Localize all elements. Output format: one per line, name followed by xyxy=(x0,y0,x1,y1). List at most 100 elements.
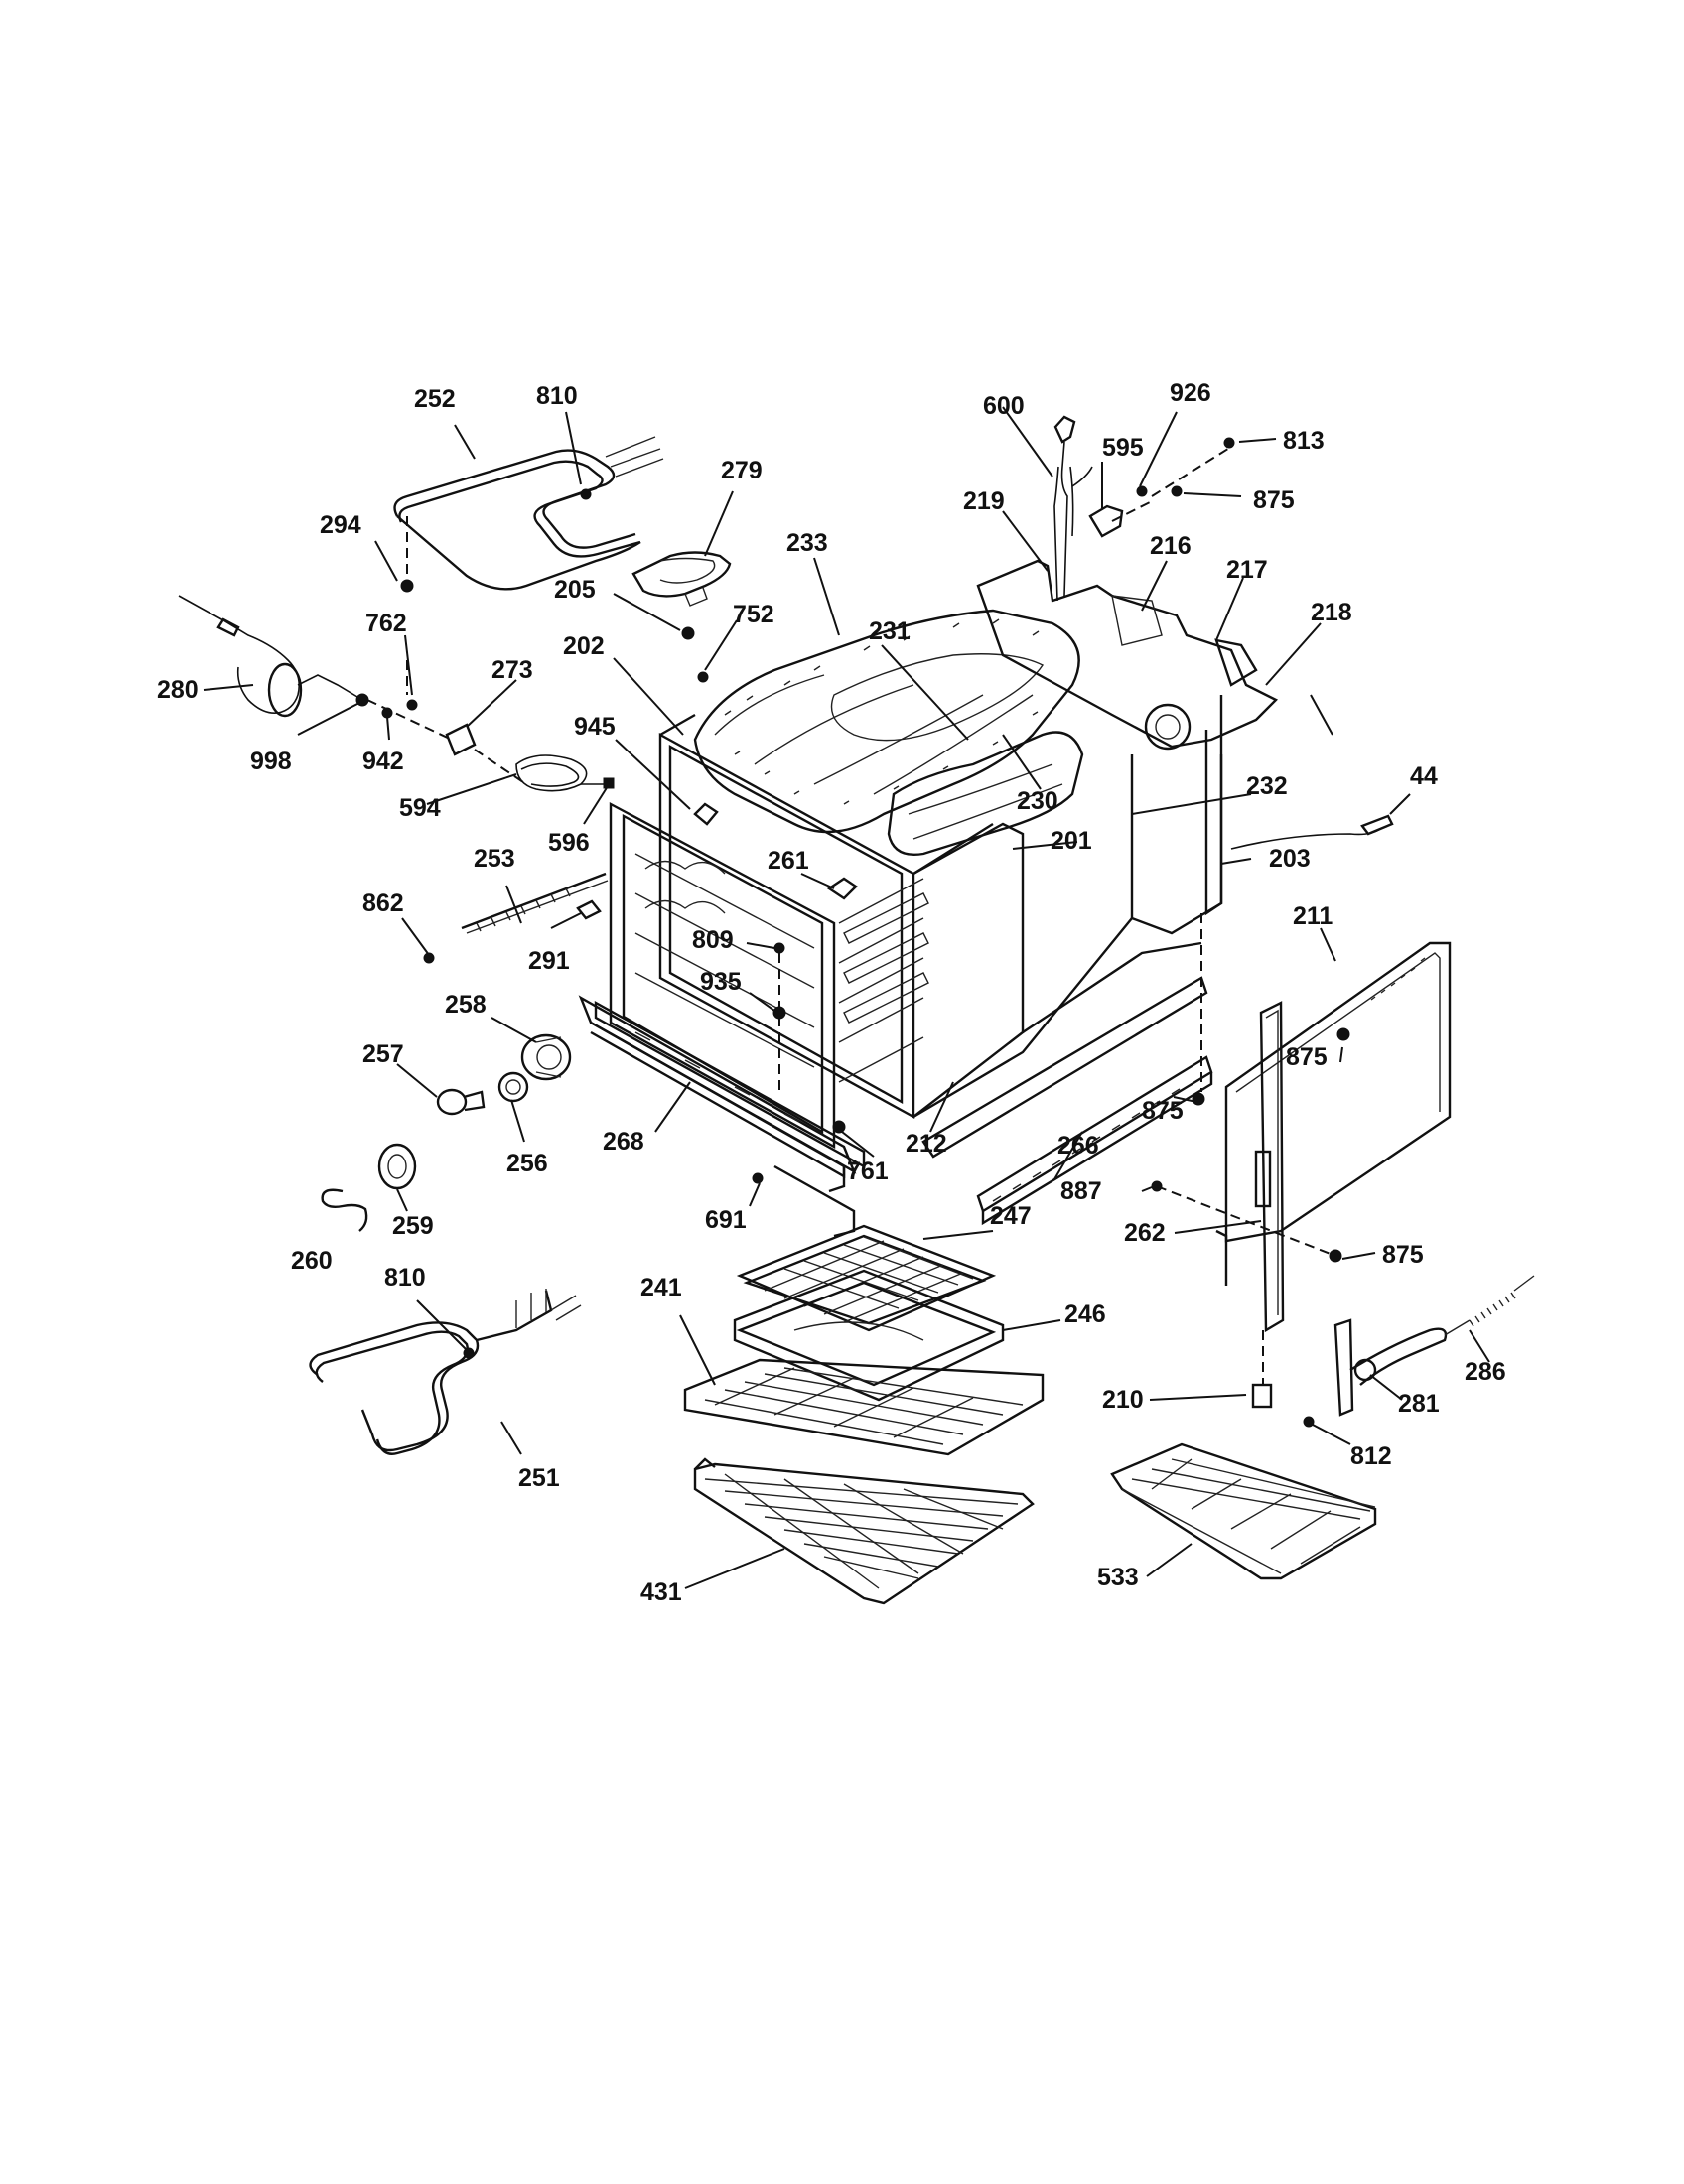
light-cover xyxy=(632,551,732,607)
spring-286 xyxy=(1444,1275,1535,1336)
label-887: 887 xyxy=(1060,1177,1102,1205)
oven-insulation-side xyxy=(887,731,1084,856)
wire-harness-600 xyxy=(1053,415,1093,602)
label-211: 211 xyxy=(1293,902,1333,930)
label-261: 261 xyxy=(768,847,809,875)
label-253: 253 xyxy=(474,845,515,873)
screw-809 xyxy=(773,942,785,954)
broil-pan-246 xyxy=(733,1269,1005,1402)
label-257: 257 xyxy=(362,1040,404,1068)
label-875-right: 875 xyxy=(1286,1043,1328,1071)
label-431: 431 xyxy=(640,1578,682,1606)
label-294: 294 xyxy=(320,511,361,539)
label-875-top: 875 xyxy=(1253,486,1295,514)
label-280: 280 xyxy=(157,676,199,704)
label-259: 259 xyxy=(392,1212,434,1240)
part-210 xyxy=(1251,1383,1273,1409)
label-44: 44 xyxy=(1410,762,1438,790)
label-246: 246 xyxy=(1064,1300,1106,1328)
label-810-lower: 810 xyxy=(384,1264,426,1292)
label-596: 596 xyxy=(548,829,590,857)
screw-691 xyxy=(752,1172,764,1184)
label-935: 935 xyxy=(700,968,742,996)
part-261 xyxy=(826,877,858,900)
part-291 xyxy=(576,899,602,920)
label-231: 231 xyxy=(869,617,911,645)
label-266: 266 xyxy=(1057,1132,1099,1160)
label-752: 752 xyxy=(733,601,774,628)
label-281: 281 xyxy=(1398,1390,1440,1418)
screw-875-mid xyxy=(1192,1092,1205,1106)
label-594: 594 xyxy=(399,794,441,822)
label-533: 533 xyxy=(1097,1564,1139,1591)
oven-insulation-top xyxy=(693,609,1080,834)
label-762: 762 xyxy=(365,610,407,637)
label-247: 247 xyxy=(990,1202,1032,1230)
label-203: 203 xyxy=(1269,845,1311,873)
screw-813 xyxy=(1223,437,1235,449)
label-998: 998 xyxy=(250,748,292,775)
screw-752 xyxy=(697,671,709,683)
oven-rack-533 xyxy=(1110,1442,1377,1580)
label-761: 761 xyxy=(847,1158,889,1185)
label-691: 691 xyxy=(705,1206,747,1234)
label-252: 252 xyxy=(414,385,456,413)
label-230: 230 xyxy=(1017,787,1058,815)
screw-205 xyxy=(681,626,695,640)
screw-761 xyxy=(832,1120,846,1134)
bulb-holder-256 xyxy=(497,1071,529,1103)
label-258: 258 xyxy=(445,991,487,1019)
label-945: 945 xyxy=(574,713,616,741)
wire-harness-594 xyxy=(515,754,615,792)
bake-element-upper xyxy=(393,436,664,591)
oven-rack-431 xyxy=(693,1457,1035,1605)
door-hinge-262 xyxy=(1254,1001,1285,1333)
label-262: 262 xyxy=(1124,1219,1166,1247)
label-595: 595 xyxy=(1102,434,1144,462)
oven-cavity xyxy=(578,695,1223,1238)
hinge-arm-281 xyxy=(1333,1318,1448,1417)
label-286: 286 xyxy=(1465,1358,1506,1386)
label-875-lower: 875 xyxy=(1382,1241,1424,1269)
label-205: 205 xyxy=(554,576,596,604)
label-201: 201 xyxy=(1051,827,1092,855)
oven-sensor-280 xyxy=(178,595,363,718)
oven-back-wall xyxy=(976,559,1279,751)
part-labels: 252 810 279 600 595 926 813 875 294 205 … xyxy=(157,379,1506,1606)
label-810: 810 xyxy=(536,382,578,410)
label-217: 217 xyxy=(1226,556,1268,584)
label-241: 241 xyxy=(640,1274,682,1301)
label-210: 210 xyxy=(1102,1386,1144,1414)
label-233: 233 xyxy=(786,529,828,557)
label-926: 926 xyxy=(1170,379,1211,407)
screw-875-top xyxy=(1171,485,1183,497)
label-268: 268 xyxy=(603,1128,644,1156)
thermostat-bracket-595 xyxy=(1088,485,1148,538)
screw-862 xyxy=(423,952,435,964)
label-279: 279 xyxy=(721,457,763,484)
label-202: 202 xyxy=(563,632,605,660)
label-600: 600 xyxy=(983,392,1025,420)
broil-pan-insert-247 xyxy=(736,1224,997,1332)
label-218: 218 xyxy=(1311,599,1352,626)
label-251: 251 xyxy=(518,1464,560,1492)
panel-211 xyxy=(1215,941,1452,1286)
screw-875-right xyxy=(1336,1027,1350,1041)
label-232: 232 xyxy=(1246,772,1288,800)
light-socket-258 xyxy=(520,1033,572,1081)
wire-44 xyxy=(1230,814,1394,850)
screw-812 xyxy=(1303,1416,1315,1428)
label-875-mid: 875 xyxy=(1142,1097,1184,1125)
screw-294 xyxy=(400,579,414,593)
light-bulb-257 xyxy=(436,1088,486,1116)
bake-element-lower xyxy=(309,1289,582,1455)
lens-259 xyxy=(377,1143,417,1190)
label-256: 256 xyxy=(506,1150,548,1177)
rod-253 xyxy=(461,872,609,934)
label-219: 219 xyxy=(963,487,1005,515)
label-216: 216 xyxy=(1150,532,1192,560)
label-942: 942 xyxy=(362,748,404,775)
oven-rack-241 xyxy=(683,1358,1045,1456)
part-945 xyxy=(693,802,719,826)
label-809: 809 xyxy=(692,926,734,954)
